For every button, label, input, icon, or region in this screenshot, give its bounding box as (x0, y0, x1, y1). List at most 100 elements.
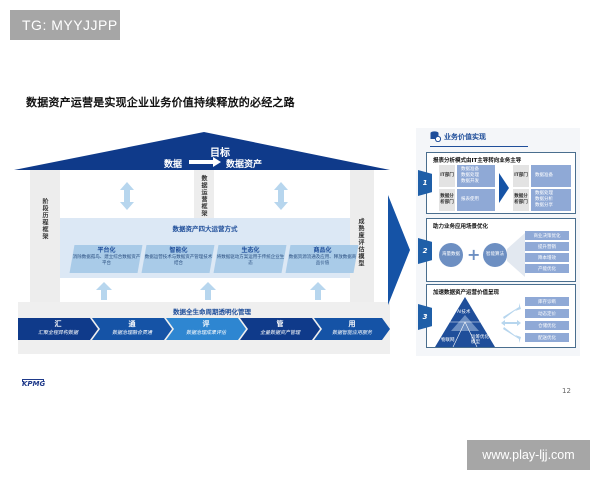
mode-card-desc: 数据资源流通及应用、释放数据商品价值 (288, 255, 357, 266)
value-panel-title: 业务价值实现 (444, 133, 486, 141)
step-title: 通 (128, 320, 136, 328)
outcome-label: 商业决策优化 (525, 231, 569, 240)
mode-card-title: 智能化 (169, 247, 188, 254)
up-arrow-icon (200, 282, 216, 300)
task-item: 数据分析 (535, 197, 553, 202)
value-section-3: 加速数据资产运营价值呈现 AI技术 物联网 运筹优化模型 库存诊断 动态定价 仓… (426, 284, 576, 348)
header-divider (430, 146, 528, 147)
right-arrow-icon (189, 157, 221, 167)
outcome-label: 动态定价 (525, 309, 569, 318)
database-gear-icon (430, 131, 441, 142)
pyramid-label: 运筹优化模型 (471, 335, 489, 345)
mode-card-platform: 平台化 消除数据孤岛、建立综合数据资产平台 (69, 245, 143, 273)
input-circle: 智能算法 (483, 243, 507, 267)
dept-tasks: 数据准备 数据处理 数据开发 (457, 165, 495, 187)
outcome-label: 仓储优化 (525, 321, 569, 330)
page-number: 12 (562, 387, 571, 395)
dept-cell: IT部门 (513, 165, 529, 187)
section-title: 助力业务应用场景优化 (433, 224, 489, 230)
dept-cell: 数据分析部门 (439, 189, 455, 211)
dept-tasks: 数据处理 数据分析 数据分享 (531, 189, 571, 211)
mode-card-ecosystem: 生态化 将数据驱动方案运用于传统企业生态 (213, 245, 287, 273)
dept-tasks: 报表使用 (457, 189, 495, 211)
data-operations-house-diagram: 目标 数据 数据资产 阶段历程框架 成熟度评估模型 数据运营框架 数据资产四大运… (14, 130, 390, 354)
left-pillar (30, 170, 60, 302)
business-value-panel: 业务价值实现 报表分析模式由IT主导转向业务主导 IT部门 数据准备 数据处理 … (416, 128, 580, 356)
step-title: 评 (202, 320, 210, 328)
task-item: 数据准备 (535, 173, 553, 178)
transition-arrow-icon (388, 195, 410, 305)
task-item: 数据开发 (461, 179, 479, 184)
arrow-right-icon (499, 173, 509, 203)
value-panel-header: 业务价值实现 (430, 131, 486, 142)
four-modes-title: 数据资产四大运营方式 (172, 225, 238, 233)
mode-card-title: 平台化 (97, 247, 116, 254)
step-desc: 数据治理融合贯通 (111, 330, 152, 336)
watermark-bottom: www.play-ljj.com (467, 440, 590, 470)
right-pillar (350, 170, 374, 302)
dept-cell: IT部门 (439, 165, 455, 187)
mode-card-desc: 将数据驱动方案运用于传统企业生态 (216, 255, 285, 266)
section-number-badge: 3 (418, 304, 432, 330)
task-item: 数据处理 (535, 191, 553, 196)
value-section-2: 助力业务应用场景优化 海量数据 + 智能算法 商业决策优化 提升营销 降本增效 … (426, 218, 576, 282)
section-title: 加速数据资产运营价值呈现 (433, 290, 500, 296)
right-pillar-label: 成熟度评估模型 (357, 218, 364, 267)
plus-icon: + (467, 245, 481, 264)
step-desc: 数据治理成果评估 (185, 330, 226, 336)
step-desc: 全量数据资产管理 (259, 330, 300, 336)
left-pillar-label: 阶段历程框架 (41, 198, 48, 240)
section-number-badge: 2 (418, 238, 432, 264)
lifecycle-step-evaluate: 评数据治理成果评估 (166, 318, 246, 340)
outcome-label: 配送优化 (525, 333, 569, 342)
outcome-label: 库存诊断 (525, 297, 569, 306)
section-number-badge: 1 (418, 170, 432, 196)
mode-card-intelligent: 智能化 数据运营技术与数据资产管理技术结合 (141, 245, 215, 273)
pyramid-label: 物联网 (441, 338, 455, 343)
step-desc: 数据智能应用服务 (331, 330, 372, 336)
lifecycle-title: 数据全生命周期透明化管理 (173, 308, 251, 316)
mode-card-desc: 消除数据孤岛、建立综合数据资产平台 (72, 255, 141, 266)
technology-pyramid (435, 297, 495, 347)
goal-label: 目标 (210, 148, 230, 159)
up-arrow-icon (96, 282, 112, 300)
task-item: 报表使用 (461, 197, 479, 202)
mode-card-commodity: 商品化 数据资源流通及应用、释放数据商品价值 (285, 245, 359, 273)
task-item: 数据分享 (535, 203, 553, 208)
pyramid-label: AI技术 (457, 310, 471, 315)
kpmg-logo: KPMG (22, 380, 46, 388)
lifecycle-step-use: 用数据智能应用服务 (314, 318, 390, 340)
section-title: 报表分析模式由IT主导转向业务主导 (433, 158, 522, 164)
value-section-1: 报表分析模式由IT主导转向业务主导 IT部门 数据准备 数据处理 数据开发 数据… (426, 152, 576, 214)
center-pillar (194, 170, 214, 218)
up-arrow-icon (310, 282, 326, 300)
double-arrow-icon (274, 182, 288, 210)
outcome-label: 提升营销 (525, 242, 569, 251)
mode-card-desc: 数据运营技术与数据资产管理技术结合 (144, 255, 213, 266)
task-item: 数据准备 (461, 167, 479, 172)
slide-title: 数据资产运营是实现企业业务价值持续释放的必经之路 (26, 96, 295, 109)
bidirectional-arrows-icon (501, 303, 521, 343)
center-pillar-label: 数据运营框架 (200, 175, 207, 217)
input-circle: 海量数据 (439, 243, 463, 267)
watermark-top: TG: MYYJJPP (10, 10, 120, 40)
task-item: 数据处理 (461, 173, 479, 178)
kpmg-logo-boxes (22, 379, 44, 382)
double-arrow-icon (120, 182, 134, 210)
step-title: 用 (348, 320, 356, 328)
step-desc: 汇聚全程异构数据 (37, 330, 78, 336)
dept-cell: 数据分析部门 (513, 189, 529, 211)
mode-card-title: 商品化 (313, 247, 332, 254)
step-title: 汇 (54, 320, 62, 328)
outcome-label: 产能优化 (525, 264, 569, 273)
step-title: 管 (276, 320, 284, 328)
mode-card-title: 生态化 (241, 247, 260, 254)
lifecycle-step-manage: 管全量数据资产管理 (240, 318, 320, 340)
lifecycle-step-connect: 通数据治理融合贯通 (92, 318, 172, 340)
lifecycle-step-collect: 汇汇聚全程异构数据 (18, 318, 98, 340)
roof-shape (14, 132, 390, 170)
roof-from-label: 数据 (164, 160, 183, 170)
dept-tasks: 数据准备 (531, 165, 571, 187)
fan-out-shape (507, 233, 525, 277)
roof-to-label: 数据资产 (226, 160, 263, 170)
